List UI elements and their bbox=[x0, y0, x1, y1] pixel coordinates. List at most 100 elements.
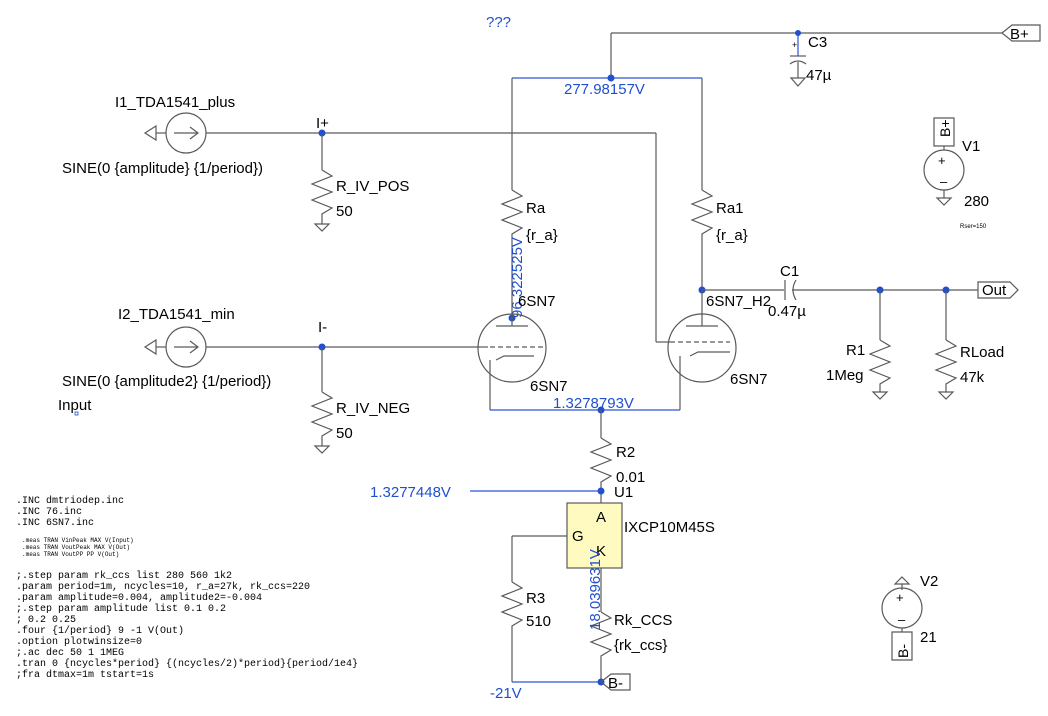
u1-pin-g: G bbox=[572, 528, 584, 545]
voltage-grid-u1-label: 1.3277448V bbox=[370, 484, 451, 501]
input-node-marker[interactable] bbox=[74, 411, 79, 416]
c3-value: 47µ bbox=[806, 67, 832, 84]
svg-text:.meas TRAN VinPeak MAX V(Input: .meas TRAN VinPeak MAX V(Input) bbox=[22, 537, 134, 544]
svg-text:.meas TRAN VoutPeak MAX V(Out): .meas TRAN VoutPeak MAX V(Out) bbox=[22, 544, 130, 551]
v1-source[interactable]: + – bbox=[923, 117, 965, 206]
v2-value: 21 bbox=[920, 629, 937, 646]
svg-text:–: – bbox=[898, 612, 906, 627]
ra-value: {r_a} bbox=[526, 227, 558, 244]
svg-text:.option plotwinsize=0: .option plotwinsize=0 bbox=[16, 636, 142, 648]
i1-current-source[interactable] bbox=[165, 112, 207, 154]
u1-mosfet-block[interactable] bbox=[566, 502, 623, 569]
spice-param-directives[interactable]: ;.step param rk_ccs list 280 560 1k2 .pa… bbox=[16, 570, 358, 681]
r2-name: R2 bbox=[616, 444, 635, 461]
svg-text:.tran 0 {ncycles*period} {(ncy: .tran 0 {ncycles*period} {(ncycles/2)*pe… bbox=[16, 658, 358, 670]
r-iv-pos-resistor[interactable] bbox=[310, 169, 334, 224]
rload-name: RLoad bbox=[960, 344, 1004, 361]
svg-text:+: + bbox=[896, 590, 904, 605]
voltage-bottom-label: -21V bbox=[490, 685, 522, 702]
tube2-model: 6SN7 bbox=[730, 371, 768, 388]
junction-dot bbox=[795, 30, 801, 36]
svg-text:.param amplitude=0.004, amplit: .param amplitude=0.004, amplitude2=-0.00… bbox=[16, 592, 262, 604]
r3-value: 510 bbox=[526, 613, 551, 630]
svg-text:;fra dtmax=1m tstart=1s: ;fra dtmax=1m tstart=1s bbox=[16, 669, 154, 681]
ground-symbol bbox=[313, 223, 331, 232]
r1-name: R1 bbox=[846, 342, 865, 359]
r-iv-neg-resistor[interactable] bbox=[310, 391, 334, 446]
c1-name: C1 bbox=[780, 263, 799, 280]
i1-name: I1_TDA1541_plus bbox=[115, 94, 235, 111]
i1-value: SINE(0 {amplitude} {1/period}) bbox=[62, 160, 263, 177]
tube1-model: 6SN7 bbox=[518, 293, 556, 310]
out-flag[interactable]: Out bbox=[977, 281, 1019, 299]
i2-current-source[interactable] bbox=[165, 326, 207, 368]
svg-text:.param period=1m, ncycles=10,: .param period=1m, ncycles=10, r_a=27k, r… bbox=[16, 581, 310, 593]
svg-text:.INC 76.inc: .INC 76.inc bbox=[16, 506, 82, 518]
r2-value: 0.01 bbox=[616, 469, 645, 486]
rk-ccs-name: Rk_CCS bbox=[614, 612, 672, 629]
svg-text:–: – bbox=[940, 174, 948, 189]
v1-bplus-flag: B+ bbox=[937, 119, 953, 137]
b-plus-top-flag[interactable]: B+ bbox=[1001, 24, 1041, 43]
ra1-resistor[interactable] bbox=[690, 189, 714, 290]
c3-capacitor[interactable]: + bbox=[789, 40, 807, 87]
c1-value: 0.47µ bbox=[768, 303, 806, 320]
svg-text:;.ac dec 50 1 1MEG: ;.ac dec 50 1 1MEG bbox=[16, 647, 124, 659]
ra1-name: Ra1 bbox=[716, 200, 744, 217]
i-plus-label: I+ bbox=[316, 115, 329, 132]
voltage-plate-label: 96.322525V bbox=[509, 237, 526, 318]
svg-text:B-: B- bbox=[608, 675, 623, 692]
v2-source[interactable]: + – bbox=[881, 576, 923, 661]
svg-text:+: + bbox=[792, 40, 797, 50]
rk-ccs-value: {rk_ccs} bbox=[614, 637, 667, 654]
ground-symbol bbox=[313, 445, 331, 454]
tube2-triode[interactable] bbox=[656, 290, 737, 410]
ground-symbol bbox=[143, 124, 157, 142]
svg-text:.INC 6SN7.inc: .INC 6SN7.inc bbox=[16, 517, 94, 529]
svg-text:; 0.2 0.25: ; 0.2 0.25 bbox=[16, 615, 76, 626]
svg-text:.meas TRAN VoutPP PP V(Out): .meas TRAN VoutPP PP V(Out) bbox=[22, 551, 119, 558]
rload-resistor[interactable] bbox=[934, 339, 958, 392]
ground-symbol bbox=[871, 391, 889, 400]
v1-value: 280 bbox=[964, 193, 989, 210]
i2-name: I2_TDA1541_min bbox=[118, 306, 235, 323]
svg-text:.INC dmtriodep.inc: .INC dmtriodep.inc bbox=[16, 495, 124, 507]
tube1-name: 6SN7 bbox=[530, 378, 568, 395]
spice-include-directives[interactable]: .INC dmtriodep.inc .INC 76.inc .INC 6SN7… bbox=[16, 495, 124, 529]
b-minus-bottom-flag[interactable]: B- bbox=[600, 673, 631, 692]
v2-name: V2 bbox=[920, 573, 938, 590]
r3-resistor[interactable] bbox=[500, 581, 524, 682]
voltage-top-label: 277.98157V bbox=[564, 81, 645, 98]
spice-meas-directives[interactable]: .meas TRAN VinPeak MAX V(Input) .meas TR… bbox=[22, 537, 134, 558]
r-iv-pos-value: 50 bbox=[336, 203, 353, 220]
rk-ccs-resistor[interactable] bbox=[589, 611, 613, 682]
r-iv-neg-name: R_IV_NEG bbox=[336, 400, 410, 417]
u1-pin-a: A bbox=[596, 509, 606, 526]
input-label: Input bbox=[58, 397, 92, 414]
svg-text:;.step param rk_ccs list 280 5: ;.step param rk_ccs list 280 560 1k2 bbox=[16, 570, 232, 582]
ra-resistor[interactable] bbox=[500, 189, 524, 290]
r1-resistor[interactable] bbox=[868, 339, 892, 392]
tube1-triode[interactable] bbox=[477, 290, 547, 410]
ground-symbol bbox=[143, 338, 157, 356]
voltage-u1-k-label: 18.039631V bbox=[587, 549, 604, 630]
rload-value: 47k bbox=[960, 369, 985, 386]
svg-text:Out: Out bbox=[982, 282, 1007, 299]
v1-name: V1 bbox=[962, 138, 980, 155]
r-iv-pos-name: R_IV_POS bbox=[336, 178, 409, 195]
voltage-cathode-label: 1.3278793V bbox=[553, 395, 634, 412]
u1-pin-k: K bbox=[596, 543, 606, 560]
v2-bminus-flag: B- bbox=[895, 644, 911, 658]
ra1-value: {r_a} bbox=[716, 227, 748, 244]
ground-symbol bbox=[937, 391, 955, 400]
question-marks-label: ??? bbox=[486, 14, 511, 31]
svg-text:+: + bbox=[938, 153, 946, 168]
tube2-name: 6SN7_H2 bbox=[706, 293, 771, 310]
r2-resistor[interactable] bbox=[589, 437, 613, 508]
svg-text:B+: B+ bbox=[1010, 26, 1029, 43]
i-minus-label: I- bbox=[318, 319, 327, 336]
c3-name: C3 bbox=[808, 34, 827, 51]
u1-name: U1 bbox=[614, 484, 633, 501]
svg-text:.four {1/period} 9 -1 V(Out): .four {1/period} 9 -1 V(Out) bbox=[16, 625, 184, 637]
